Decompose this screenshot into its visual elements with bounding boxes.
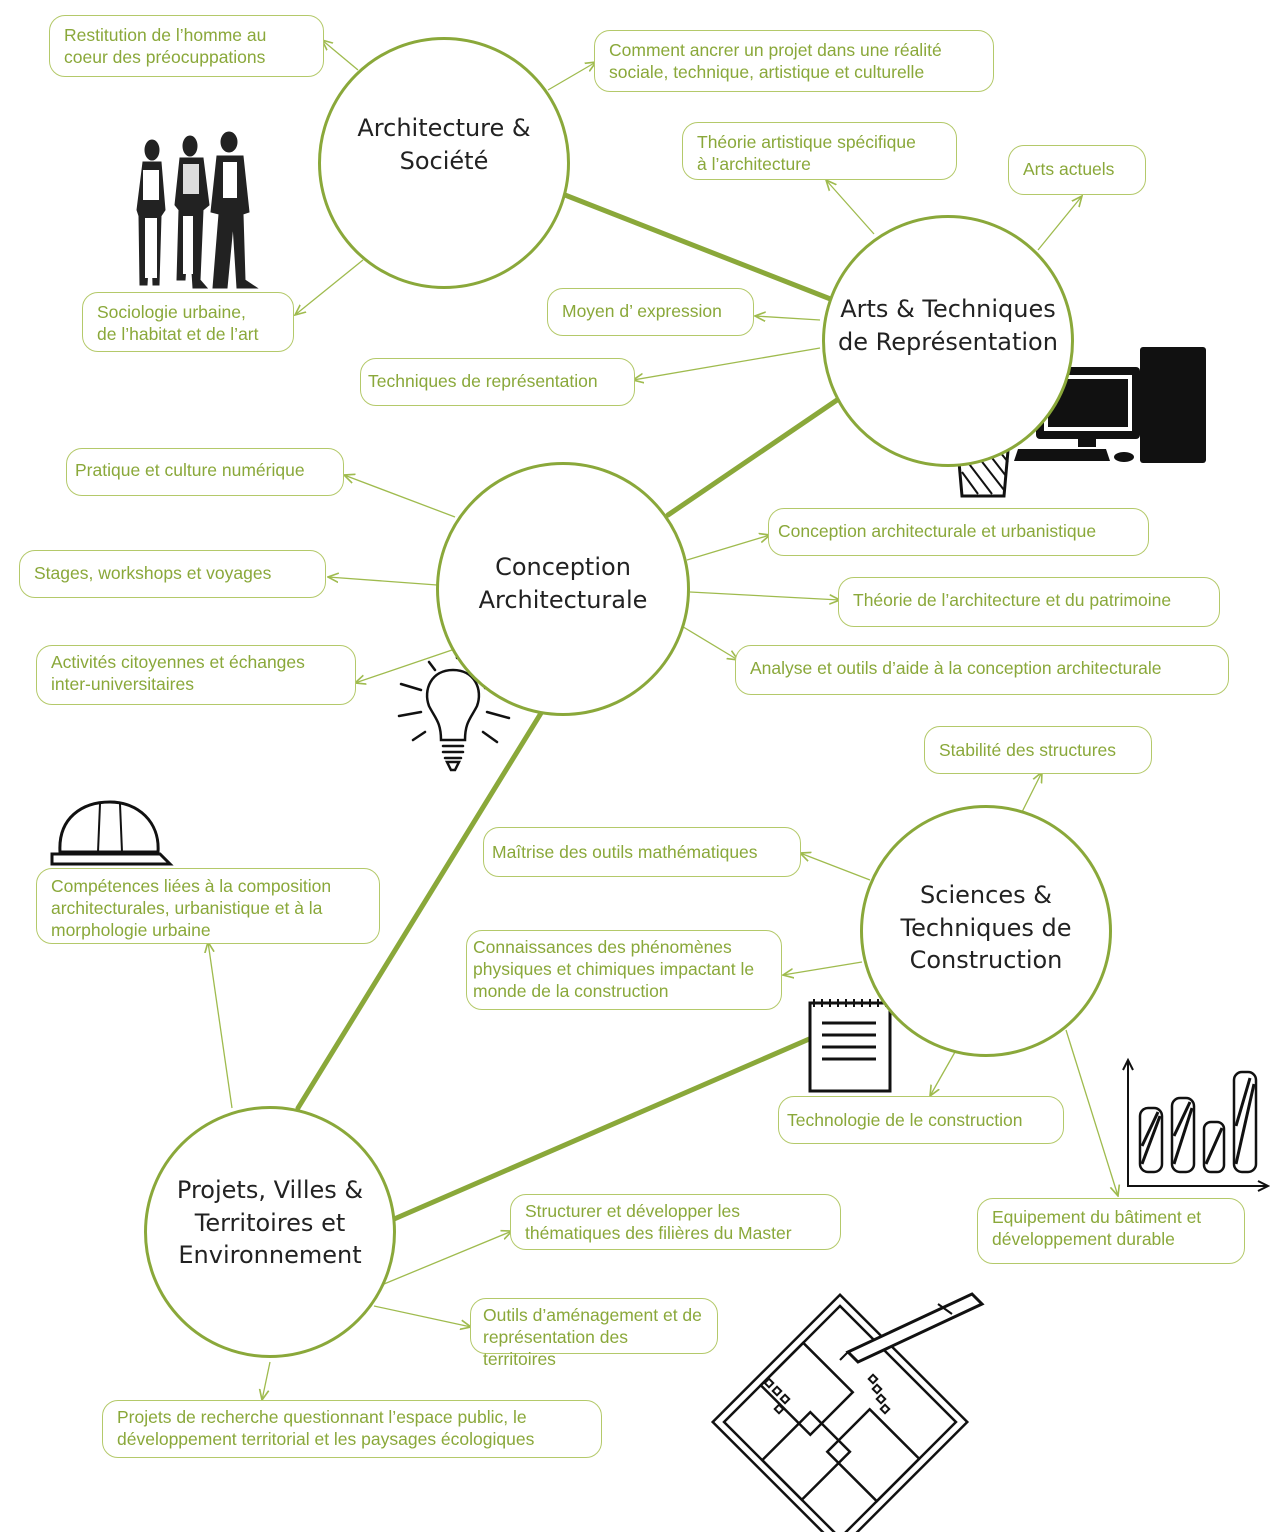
item-restitution: Restitution de l’homme au coeur des préo…: [49, 15, 324, 77]
hub-projets: Projets, Villes & Territoires et Environ…: [144, 1106, 396, 1358]
hub-conception: Conception Architecturale: [436, 462, 690, 716]
hardhat-icon: [50, 800, 174, 866]
hub-label: Architecture & Société: [357, 114, 531, 175]
item-maitrise-math: Maîtrise des outils mathématiques: [483, 827, 801, 877]
hub-label: Sciences & Techniques de Construction: [900, 881, 1072, 975]
item-moyen-expression: Moyen d’ expression: [547, 288, 754, 336]
item-theorie-patrimoine: Théorie de l’architecture et du patrimoi…: [838, 577, 1220, 627]
hub-label: Arts & Techniques de Représentation: [838, 295, 1058, 356]
computer-icon: [1014, 347, 1206, 463]
item-competences: Compétences liées à la composition archi…: [36, 868, 380, 944]
item-projets-recherche: Projets de recherche questionnant l’espa…: [102, 1400, 602, 1458]
bar-chart-icon: [1122, 1057, 1270, 1192]
item-activites: Activités citoyennes et échanges inter-u…: [36, 645, 356, 705]
people-icon: [136, 131, 259, 289]
hub-label: Conception Architecturale: [478, 553, 648, 614]
item-comment-ancrer: Comment ancrer un projet dans une réalit…: [594, 30, 994, 92]
item-arts-actuels: Arts actuels: [1008, 145, 1146, 195]
item-stabilite: Stabilité des structures: [924, 726, 1152, 774]
hub-architecture-societe: Architecture & Société: [318, 37, 570, 289]
item-conception-urbanistique: Conception architecturale et urbanistiqu…: [768, 508, 1149, 556]
item-connaissances: Connaissances des phénomènes physiques e…: [466, 930, 782, 1010]
item-equipement: Equipement du bâtiment et développement …: [977, 1198, 1245, 1264]
item-technologie: Technologie de le construction: [778, 1096, 1064, 1144]
hub-sciences: Sciences & Techniques de Construction: [860, 805, 1112, 1057]
item-pratique-numerique: Pratique et culture numérique: [66, 448, 344, 496]
item-sociologie: Sociologie urbaine, de l’habitat et de l…: [82, 292, 294, 352]
item-structurer: Structurer et développer les thématiques…: [510, 1194, 841, 1250]
item-outils-amenagement: Outils d’aménagement et de représentatio…: [470, 1298, 718, 1369]
item-theorie-artistique: Théorie artistique spécifique à l’archit…: [682, 122, 957, 180]
notepad-icon: [808, 999, 892, 1093]
item-stages: Stages, workshops et voyages: [19, 550, 326, 598]
item-analyse-outils: Analyse et outils d’aide à la conception…: [735, 645, 1229, 695]
floorplan-icon: [710, 1292, 985, 1532]
item-techniques-representation: Techniques de représentation: [360, 358, 635, 406]
hub-arts-techniques: Arts & Techniques de Représentation: [822, 215, 1074, 467]
hub-label: Projets, Villes & Territoires et Environ…: [176, 1176, 364, 1270]
